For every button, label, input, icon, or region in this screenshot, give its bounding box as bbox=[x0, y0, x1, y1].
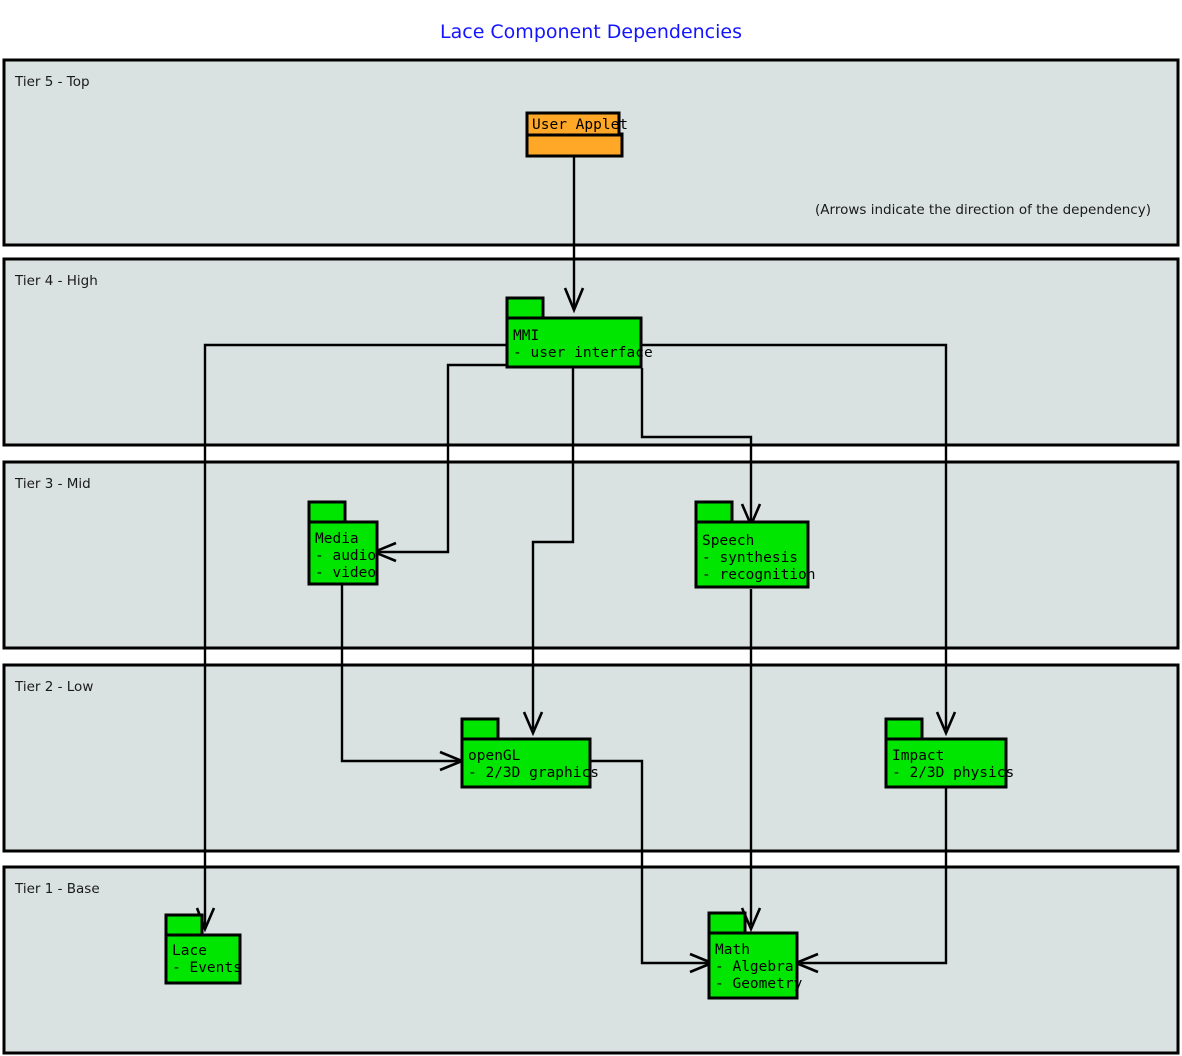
tier-group-tier3: Tier 3 - Mid bbox=[2, 460, 1180, 650]
edge-mmi-to-media bbox=[378, 363, 508, 554]
package-math-line-2: - Geometry bbox=[715, 976, 803, 992]
tier-box-tier3 bbox=[2, 460, 1180, 650]
package-user-applet-tab bbox=[525, 111, 621, 137]
package-speech-line-1: - synthesis bbox=[702, 550, 798, 566]
package-lace-line-1: - Events bbox=[172, 960, 242, 976]
package-speech-line-0: Speech bbox=[702, 533, 754, 549]
package-opengl-line-1: - 2/3D graphics bbox=[468, 765, 599, 781]
package-math-line-1: - Algebra bbox=[715, 959, 794, 975]
package-math-body bbox=[707, 931, 799, 1000]
arrowhead-impact-top bbox=[935, 711, 957, 737]
package-lace[interactable]: Lace - Events bbox=[164, 913, 242, 985]
dependency-edges bbox=[195, 156, 957, 974]
package-impact[interactable]: Impact - 2/3D physics bbox=[884, 717, 1014, 789]
edge-mmi-to-speech bbox=[640, 368, 753, 521]
package-mmi[interactable]: MMI - user interface bbox=[505, 296, 653, 369]
package-opengl-body bbox=[460, 737, 592, 789]
package-impact-line-0: Impact bbox=[892, 748, 944, 764]
package-user-applet[interactable]: User Applet bbox=[525, 111, 628, 158]
tier-label-tier4: Tier 4 - High bbox=[14, 273, 98, 289]
package-math-line-0: Math bbox=[715, 942, 750, 958]
edge-mmi-to-impact bbox=[640, 343, 948, 729]
package-mmi-line-0: MMI bbox=[513, 328, 539, 344]
package-impact-line-1: - 2/3D physics bbox=[892, 765, 1014, 781]
dependency-direction-note: (Arrows indicate the direction of the de… bbox=[815, 202, 1151, 218]
arrowhead-mmi-top bbox=[563, 287, 585, 314]
edge-mmi-to-lace bbox=[203, 343, 508, 925]
package-media-body bbox=[307, 520, 379, 586]
arrowhead-opengl-top bbox=[522, 711, 544, 737]
edge-opengl-to-math bbox=[590, 759, 708, 965]
package-opengl-line-0: openGL bbox=[468, 748, 521, 764]
package-mmi-line-1: - user interface bbox=[513, 345, 653, 361]
package-speech[interactable]: Speech - synthesis - recognition bbox=[694, 500, 816, 589]
package-media-line-1: - audio bbox=[315, 548, 376, 564]
package-opengl[interactable]: openGL - 2/3D graphics bbox=[460, 717, 599, 789]
tier-label-tier1: Tier 1 - Base bbox=[14, 881, 100, 897]
package-user-applet-body bbox=[525, 132, 624, 158]
package-media[interactable]: Media - audio - video bbox=[307, 500, 379, 586]
package-user-applet-line-0: User Applet bbox=[532, 117, 628, 133]
page-title: Lace Component Dependencies bbox=[440, 21, 742, 43]
package-speech-line-2: - recognition bbox=[702, 567, 816, 583]
edge-media-to-opengl bbox=[340, 585, 458, 763]
package-lace-body bbox=[164, 933, 242, 985]
package-math[interactable]: Math - Algebra - Geometry bbox=[707, 911, 803, 1000]
tier-label-tier3: Tier 3 - Mid bbox=[14, 476, 91, 492]
package-mmi-body bbox=[505, 316, 643, 369]
tier-label-tier5: Tier 5 - Top bbox=[14, 74, 90, 90]
package-speech-body bbox=[694, 520, 810, 589]
package-media-line-2: - video bbox=[315, 565, 376, 581]
edge-impact-to-math bbox=[800, 784, 948, 965]
tier-label-tier2: Tier 2 - Low bbox=[14, 679, 93, 695]
package-media-line-0: Media bbox=[315, 531, 359, 547]
edge-mmi-to-opengl bbox=[531, 368, 575, 729]
package-impact-body bbox=[884, 737, 1008, 789]
package-lace-line-0: Lace bbox=[172, 943, 207, 959]
